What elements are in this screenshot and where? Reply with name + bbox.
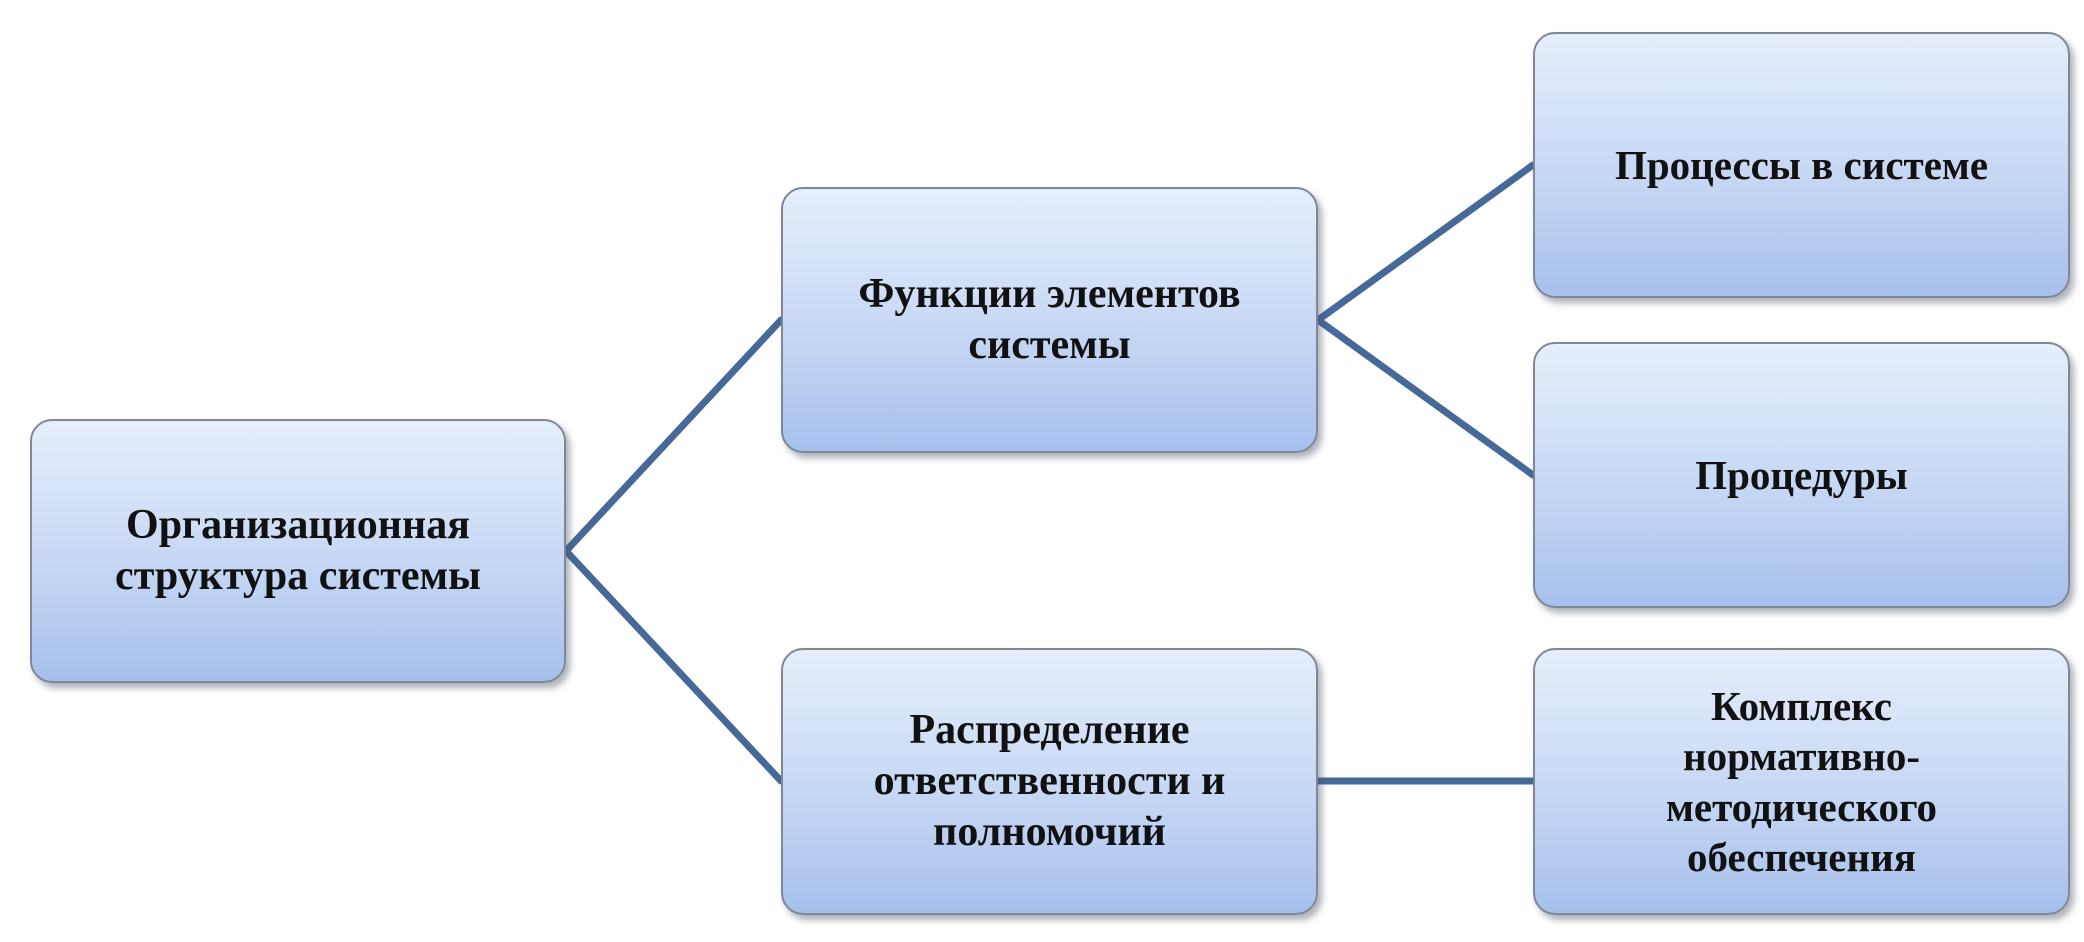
node-label: Процессы в системе xyxy=(1614,141,1989,188)
edge-func-process xyxy=(1314,161,1537,324)
node-normative-methodical-support: Комплекс нормативно- методического обесп… xyxy=(1533,648,2070,915)
node-system-processes: Процессы в системе xyxy=(1533,32,2070,298)
node-label: Функции элементов системы xyxy=(858,270,1241,368)
node-label: Организационная структура системы xyxy=(115,501,481,599)
node-responsibility-distribution: Распределение ответственности и полномоч… xyxy=(781,648,1318,915)
node-organizational-structure: Организационная структура системы xyxy=(30,419,566,683)
node-label: Процедуры xyxy=(1695,451,1908,498)
node-label: Распределение ответственности и полномоч… xyxy=(873,706,1226,856)
edge-func-proc xyxy=(1314,316,1537,479)
node-procedures: Процедуры xyxy=(1533,342,2070,608)
edge-org-func xyxy=(562,316,785,555)
node-element-functions: Функции элементов системы xyxy=(781,187,1318,453)
node-label: Комплекс нормативно- методического обесп… xyxy=(1665,683,1938,880)
edge-org-resp xyxy=(562,547,785,785)
